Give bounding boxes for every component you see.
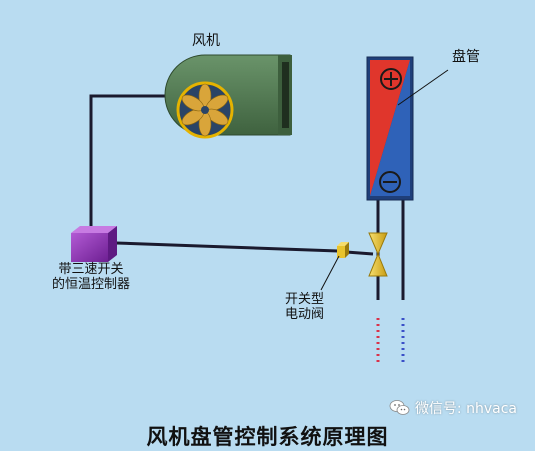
coil-leader-line xyxy=(397,69,449,106)
water-pipes xyxy=(376,200,405,362)
coil-unit xyxy=(366,56,414,201)
valve-actuator xyxy=(337,242,349,258)
minus-symbol xyxy=(379,171,401,193)
valve-label: 开关型 电动阀 xyxy=(285,292,324,322)
coil-cold-side xyxy=(370,60,410,196)
wechat-icon xyxy=(389,400,410,415)
thermostat-label: 带三速开关 的恒温控制器 xyxy=(52,262,130,292)
watermark-text: 微信号: nhvaca xyxy=(414,401,517,417)
watermark: 微信号: nhvaca xyxy=(389,398,517,418)
valve-body xyxy=(368,232,388,277)
diagram-title: 风机盘管控制系统原理图 xyxy=(146,424,389,449)
coil-label: 盘管 xyxy=(452,49,480,65)
thermostat-label-line2: 的恒温控制器 xyxy=(52,277,131,292)
valve-label-line2: 电动阀 xyxy=(285,307,325,322)
wire-valve-to-pipe xyxy=(345,250,374,256)
control-wires xyxy=(89,94,374,256)
thermostat-box xyxy=(71,226,117,262)
wire-thermostat-to-fan xyxy=(89,94,168,228)
valve-label-line1: 开关型 xyxy=(285,292,325,307)
wire-thermostat-to-valve xyxy=(115,241,339,253)
plus-symbol xyxy=(380,68,402,90)
fan-label: 风机 xyxy=(192,33,220,49)
fan-unit xyxy=(164,54,292,139)
valve-leader-line xyxy=(320,255,340,291)
thermostat-label-line1: 带三速开关 xyxy=(58,262,124,277)
